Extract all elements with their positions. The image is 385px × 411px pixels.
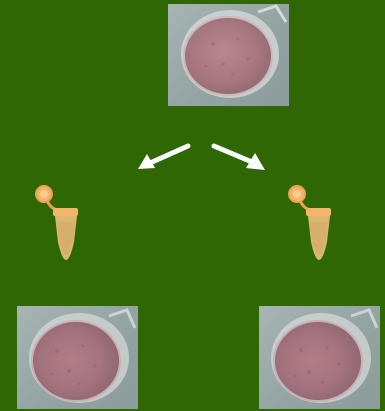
petri-dish-bottom-right-image xyxy=(259,306,380,409)
microcentrifuge-tube-right xyxy=(286,182,336,262)
arrow-left xyxy=(135,140,195,175)
petri-dish-bottom-right xyxy=(259,306,380,409)
microcentrifuge-tube-left xyxy=(33,182,83,262)
petri-dish-bottom-left xyxy=(17,306,138,409)
arrow-right xyxy=(210,140,270,175)
petri-dish-top-image xyxy=(168,4,289,106)
petri-dish-bottom-left-image xyxy=(17,306,138,409)
petri-dish-top xyxy=(168,4,289,106)
